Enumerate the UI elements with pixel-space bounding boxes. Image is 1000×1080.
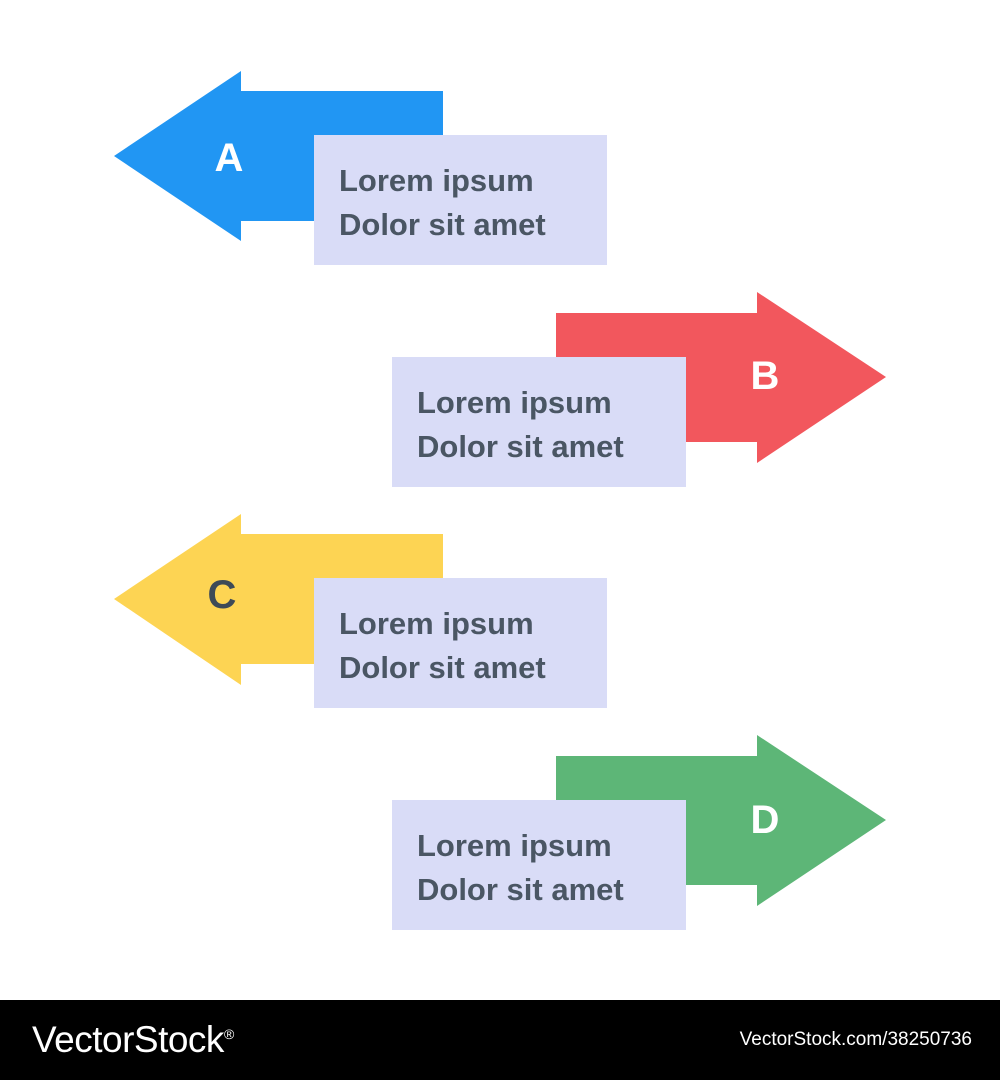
label-d-line2: Dolor sit amet xyxy=(417,872,624,907)
label-d-line1: Lorem ipsum xyxy=(417,828,612,863)
footer-brand: VectorStock® xyxy=(32,1000,234,1080)
label-a-line1: Lorem ipsum xyxy=(339,163,534,198)
watermark-footer: VectorStock® VectorStock.com/38250736 xyxy=(0,1000,1000,1080)
label-box-b: Lorem ipsum Dolor sit amet xyxy=(392,357,686,487)
arrow-d-letter: D xyxy=(751,798,780,842)
arrow-diagram: A B C D xyxy=(114,71,886,906)
arrow-a-letter: A xyxy=(215,136,244,180)
footer-brand-name: VectorStock xyxy=(32,1019,224,1060)
arrow-b-letter: B xyxy=(751,354,780,398)
registered-mark: ® xyxy=(223,1026,234,1042)
label-c-line1: Lorem ipsum xyxy=(339,606,534,641)
label-a-line2: Dolor sit amet xyxy=(339,207,546,242)
arrow-c-letter: C xyxy=(208,573,237,617)
label-c-line2: Dolor sit amet xyxy=(339,650,546,685)
label-b-line1: Lorem ipsum xyxy=(417,385,612,420)
label-box-d: Lorem ipsum Dolor sit amet xyxy=(392,800,686,930)
label-b-line2: Dolor sit amet xyxy=(417,429,624,464)
footer-image-id: VectorStock.com/38250736 xyxy=(739,1029,972,1050)
label-box-c: Lorem ipsum Dolor sit amet xyxy=(314,578,607,708)
label-box-a: Lorem ipsum Dolor sit amet xyxy=(314,135,607,265)
